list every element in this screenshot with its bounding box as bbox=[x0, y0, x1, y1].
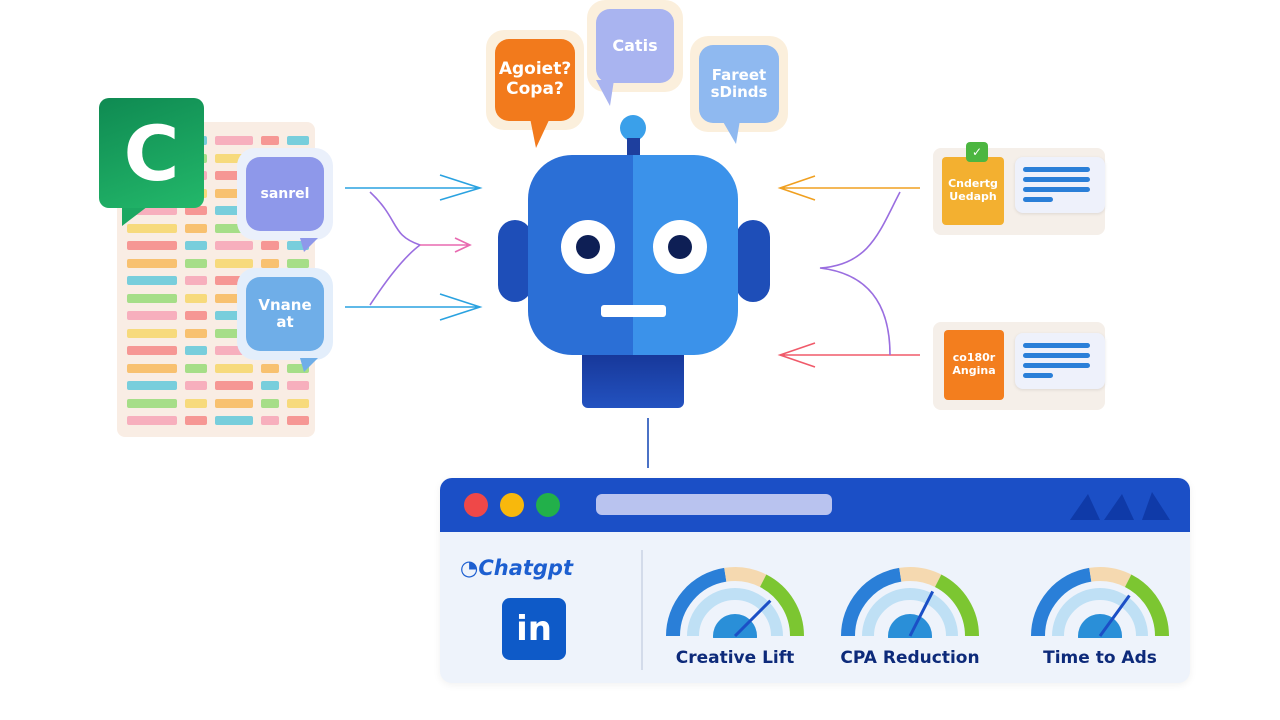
sheet-row bbox=[127, 363, 309, 373]
address-bar[interactable] bbox=[596, 494, 832, 515]
toolbar-triangle-icons bbox=[1070, 492, 1170, 520]
chat-bubble-2-sub: at bbox=[276, 313, 294, 331]
chat-bubble-1: sanrel bbox=[237, 148, 333, 240]
gauge-segment bbox=[1124, 574, 1169, 637]
maximize-dot[interactable] bbox=[536, 493, 560, 517]
robot-right-ear bbox=[736, 220, 770, 302]
sheet-row bbox=[127, 398, 309, 408]
robot-antenna-stem bbox=[627, 138, 640, 158]
document-icon bbox=[1015, 333, 1105, 389]
chat-bubble-2-text: Vnane bbox=[258, 295, 312, 314]
minimize-dot[interactable] bbox=[500, 493, 524, 517]
gauge-needle bbox=[733, 599, 772, 638]
browser-window: ◔Chatgpt in Creative Lift CPA Reduction … bbox=[440, 478, 1190, 683]
gauge-segment bbox=[1031, 567, 1092, 637]
top-bubble-1: Agoiet? Copa? bbox=[486, 30, 584, 130]
gauge-segment bbox=[899, 567, 942, 588]
bubble-tail bbox=[300, 238, 318, 252]
close-dot[interactable] bbox=[464, 493, 488, 517]
robot-antenna-ball bbox=[620, 115, 646, 141]
gauge-needle bbox=[908, 590, 935, 637]
top-bubble-3: Fareet sDinds bbox=[690, 36, 788, 132]
sheet-row bbox=[127, 416, 309, 425]
bubble-tail bbox=[596, 80, 614, 106]
app-icon-letter: C bbox=[123, 108, 180, 198]
robot-head bbox=[528, 155, 738, 355]
bubble-tail bbox=[300, 358, 318, 372]
top-bubble-3-line1: Fareet bbox=[711, 65, 767, 84]
sheet-row bbox=[127, 241, 309, 250]
robot-neck bbox=[582, 355, 684, 408]
gauge-needle bbox=[1098, 594, 1131, 637]
output-card-2-line1: co180r bbox=[952, 351, 996, 365]
linkedin-text: in bbox=[516, 609, 552, 649]
top-bubble-1-line2: Copa? bbox=[506, 79, 564, 99]
divider bbox=[641, 550, 643, 670]
gauge-creative-lift: Creative Lift bbox=[660, 558, 810, 668]
robot-right-eye bbox=[653, 220, 707, 274]
robot-left-eye bbox=[561, 220, 615, 274]
bubble-tail bbox=[722, 120, 740, 144]
gauge-segment bbox=[934, 574, 979, 637]
gauge-segment bbox=[1089, 567, 1132, 588]
gauge-segment bbox=[841, 567, 902, 637]
gauge-segment bbox=[759, 574, 804, 637]
gauge-segment bbox=[724, 567, 767, 588]
check-icon: ✓ bbox=[966, 142, 988, 162]
gauge-cpa-reduction: CPA Reduction bbox=[835, 558, 985, 668]
top-bubble-1-line1: Agoiet? bbox=[498, 59, 572, 80]
gauge-segment bbox=[666, 567, 727, 637]
gauge-inner-ring bbox=[862, 588, 958, 637]
arrow-pink bbox=[420, 237, 472, 253]
arrow-right-top bbox=[345, 174, 483, 201]
document-icon bbox=[1015, 157, 1105, 213]
robot-mouth bbox=[601, 305, 666, 317]
gauge-inner-ring bbox=[1052, 588, 1148, 637]
chat-bubble-2: Vnane at bbox=[237, 268, 333, 360]
bubble-tail bbox=[530, 118, 550, 148]
top-bubble-2-text: Catis bbox=[596, 9, 674, 83]
gauge-label: Creative Lift bbox=[675, 648, 795, 668]
browser-titlebar bbox=[440, 478, 1190, 532]
arrow-left-top bbox=[777, 175, 920, 201]
arrow-left-bottom bbox=[777, 342, 920, 368]
output-card-1-line2: Uedaph bbox=[949, 190, 997, 203]
arrow-right-bottom bbox=[345, 293, 483, 321]
app-icon: C bbox=[99, 98, 204, 208]
robot-left-ear bbox=[498, 220, 532, 302]
output-card-1-line1: Cndertg bbox=[948, 177, 998, 191]
curve-connector-right bbox=[819, 191, 901, 356]
gauge-label: Time to Ads bbox=[1043, 648, 1157, 668]
chat-bubble-1-text: sanrel bbox=[246, 157, 324, 231]
sheet-row bbox=[127, 258, 309, 268]
gauge-inner-ring bbox=[687, 588, 783, 637]
top-bubble-2: Catis bbox=[587, 0, 683, 92]
output-card-2-line2: Angina bbox=[952, 364, 996, 377]
gauge-time-to-ads: Time to Ads bbox=[1025, 558, 1175, 668]
linkedin-logo: in bbox=[502, 598, 566, 660]
gauge-label: CPA Reduction bbox=[840, 648, 980, 668]
chatgpt-logo: ◔Chatgpt bbox=[460, 556, 573, 580]
curve-connector bbox=[369, 191, 422, 306]
swirl-icon: ◔ bbox=[460, 556, 479, 580]
brand-text: Chatgpt bbox=[478, 556, 574, 580]
top-bubble-3-line2: sDinds bbox=[710, 83, 768, 101]
sheet-row bbox=[127, 381, 309, 390]
